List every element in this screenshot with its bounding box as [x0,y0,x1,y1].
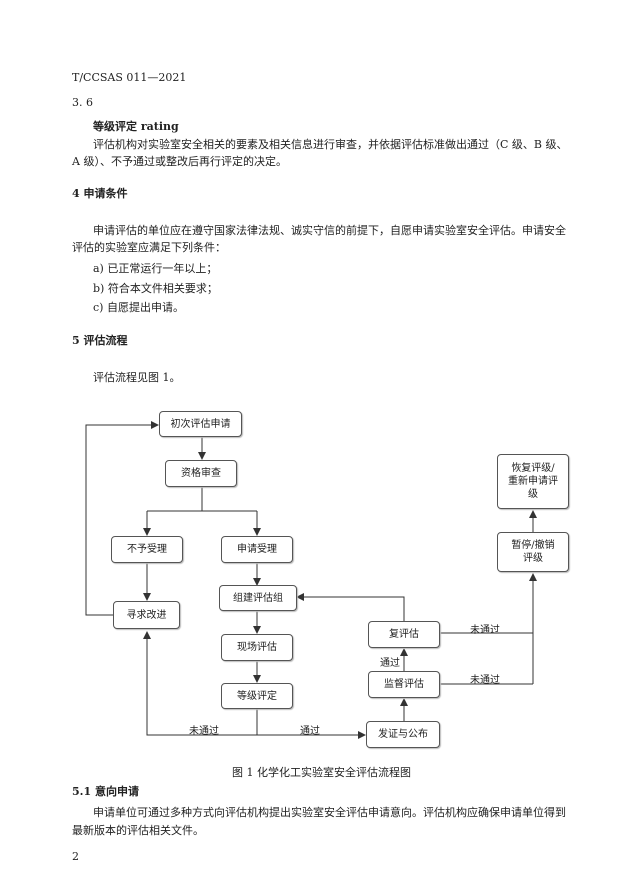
node-qualification-review: 资格审查 [165,460,237,487]
edge-label-pass-supervision: 通过 [380,658,400,669]
node-onsite-assessment: 现场评估 [221,634,293,661]
definition-text-line2: A 级）、不予通过或整改后再行评定的决定。 [72,155,287,168]
edge-label-fail: 未通过 [189,726,219,737]
section-5-1-para-line2: 最新版本的评估相关文件。 [72,824,204,837]
section-5-1-heading: 5.1 意向申请 [72,785,139,798]
figure-caption: 图 1 化学化工实验室安全评估流程图 [232,766,411,779]
condition-item-b: b) 符合本文件相关要求； [93,282,218,295]
edge-label-fail-supervision: 未通过 [470,675,500,686]
condition-item-a: a) 已正常运行一年以上； [93,262,218,275]
node-grade-rating: 等级评定 [221,683,293,709]
section-4-heading: 4 申请条件 [72,187,128,200]
node-restore-or-reapply: 恢复评级/ 重新申请评 级 [497,454,569,509]
edge-label-fail-reassessment: 未通过 [470,625,500,636]
node-form-assessment-team: 组建评估组 [219,585,297,611]
section-4-para-line2: 评估的实验室应满足下列条件： [72,241,226,254]
edge-label-pass: 通过 [300,726,320,737]
section-5-heading: 5 评估流程 [72,334,128,347]
term-title: 等级评定 rating [93,120,179,133]
node-supervision-assessment: 监督评估 [368,671,440,698]
node-initial-application: 初次评估申请 [159,411,242,437]
node-seek-improvement: 寻求改进 [113,601,180,629]
page-number: 2 [72,850,79,863]
node-not-accepted: 不予受理 [111,536,183,563]
section-5-1-para-line1: 申请单位可通过多种方式向评估机构提出实验室安全评估申请意向。评估机构应确保申请单… [93,806,566,819]
definition-text-line1: 评估机构对实验室安全相关的要素及相关信息进行审查，并依据评估标准做出通过（C 级… [93,138,568,151]
document-code: T/CCSAS 011—2021 [72,71,187,84]
node-issue-and-publish: 发证与公布 [366,721,440,748]
node-re-assessment: 复评估 [368,621,440,648]
section-4-para-line1: 申请评估的单位应在遵守国家法律法规、诚实守信的前提下，自愿申请实验室安全评估。申… [93,224,566,237]
section-number: 3. 6 [72,96,93,109]
condition-item-c: c) 自愿提出申请。 [93,301,184,314]
node-suspend-revoke-rating: 暂停/撤销 评级 [497,532,569,572]
section-5-intro: 评估流程见图 1。 [93,371,181,384]
node-application-accepted: 申请受理 [221,536,293,563]
